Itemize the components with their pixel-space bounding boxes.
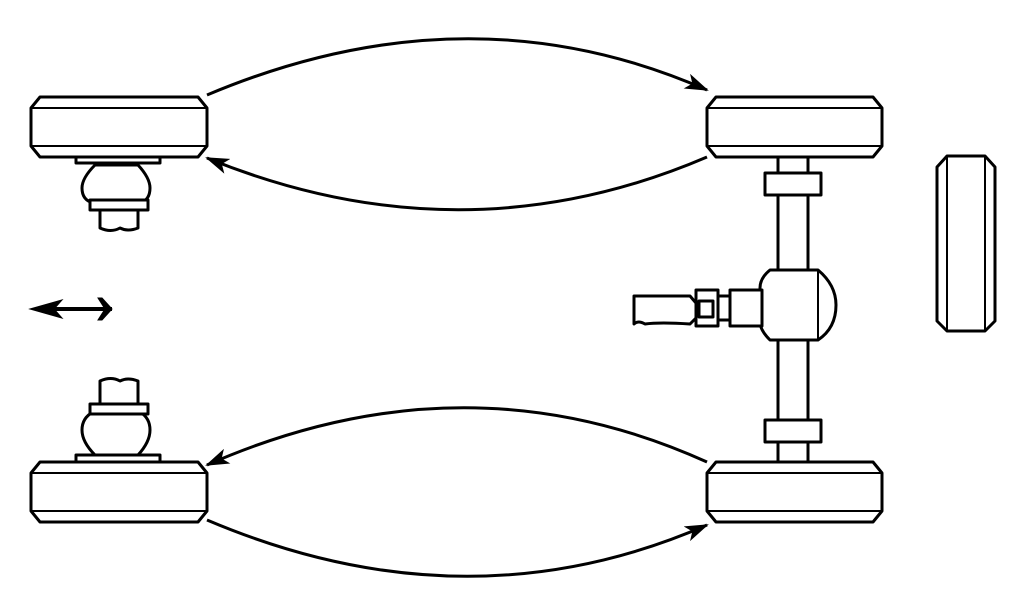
rotation-arrow-rear-left-to-rear-right	[206, 518, 709, 578]
front-right-steering-knuckle	[74, 377, 162, 464]
rotation-arrow-rear-right-to-rear-left	[205, 406, 708, 467]
driveshaft	[632, 288, 732, 328]
rotation-arrow-front-left-to-front-right	[206, 37, 709, 97]
differential	[728, 268, 838, 342]
front-left-tire	[29, 95, 209, 159]
rotation-arrow-front-right-to-front-left	[205, 155, 708, 212]
front-right-tire	[705, 95, 884, 159]
front-left-steering-knuckle	[74, 155, 162, 232]
rear-axle	[763, 155, 823, 464]
forward-direction-arrow	[28, 297, 113, 321]
rear-right-tire	[705, 460, 884, 524]
spare-tire	[935, 154, 997, 333]
rear-left-tire	[29, 460, 209, 524]
